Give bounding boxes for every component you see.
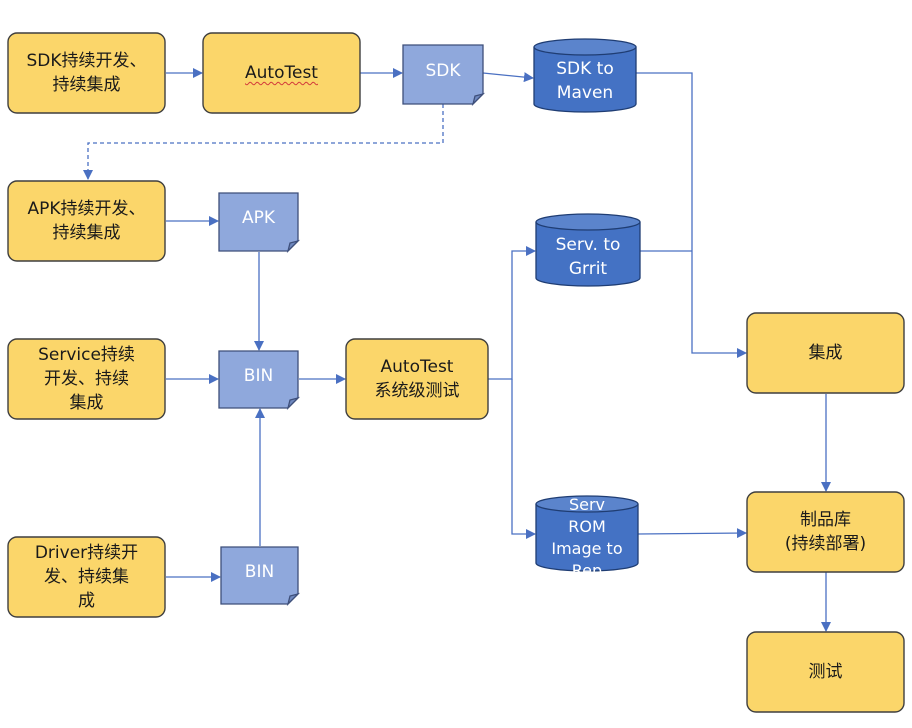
database-serv-to-grrit	[535, 213, 641, 287]
label-bin-bottom: BIN	[244, 562, 275, 582]
label-bin-mid: BIN	[243, 366, 274, 386]
label-driver-ci: Driver持续开 发、持续集 成	[34, 543, 139, 611]
label-autotest-system: AutoTest 系统级测试	[346, 339, 488, 419]
label-autotest-system-line1: AutoTest	[380, 357, 454, 377]
process-integration	[746, 312, 905, 394]
label-autotest-system-line2: 系统级测试	[374, 381, 460, 401]
label-service-ci: Service持续 开发、持续 集成	[38, 345, 135, 413]
label-serv-rom-image: Serv ROM Image to Rep	[551, 495, 623, 572]
process-product-repo	[746, 491, 905, 573]
label-sdk-ci: SDK持续开发、 持续集成	[26, 51, 147, 95]
edge-sdk-to-apkci-dashed	[83, 104, 444, 180]
process-driver-ci	[7, 536, 166, 618]
label-sdk-to-maven: SDK to Maven	[556, 59, 614, 103]
label-test: 测试	[808, 662, 843, 682]
process-service-ci	[7, 338, 166, 420]
label-integration: 集成	[808, 343, 843, 363]
edge-autotest-system-to-grrit	[488, 246, 536, 380]
process-apk-ci	[7, 180, 166, 262]
label-apk-doc: APK	[241, 208, 276, 228]
database-sdk-to-maven	[533, 38, 637, 113]
document-sdk	[402, 44, 486, 107]
document-apk	[218, 192, 301, 254]
label-product-repo: 制品库 (持续部署)	[784, 510, 867, 554]
edge-maven-to-integration	[636, 72, 747, 358]
label-sdk-doc: SDK	[425, 61, 461, 81]
process-sdk-ci	[7, 32, 166, 114]
label-autotest-top: AutoTest	[245, 63, 318, 83]
label-apk-ci: APK持续开发、 持续集成	[27, 199, 146, 243]
label-serv-to-grrit: Serv. to Grrit	[555, 235, 621, 279]
edge-rom-to-product-repo	[637, 528, 747, 539]
edge-sdk-to-maven	[482, 72, 534, 83]
document-bin-bottom	[220, 546, 301, 607]
process-test	[746, 631, 905, 713]
database-serv-rom-image	[535, 495, 639, 572]
process-autotest-system	[345, 338, 489, 420]
process-autotest-top	[202, 32, 361, 114]
document-bin-mid	[218, 350, 301, 411]
edge-autotest-system-to-rom	[511, 379, 536, 539]
